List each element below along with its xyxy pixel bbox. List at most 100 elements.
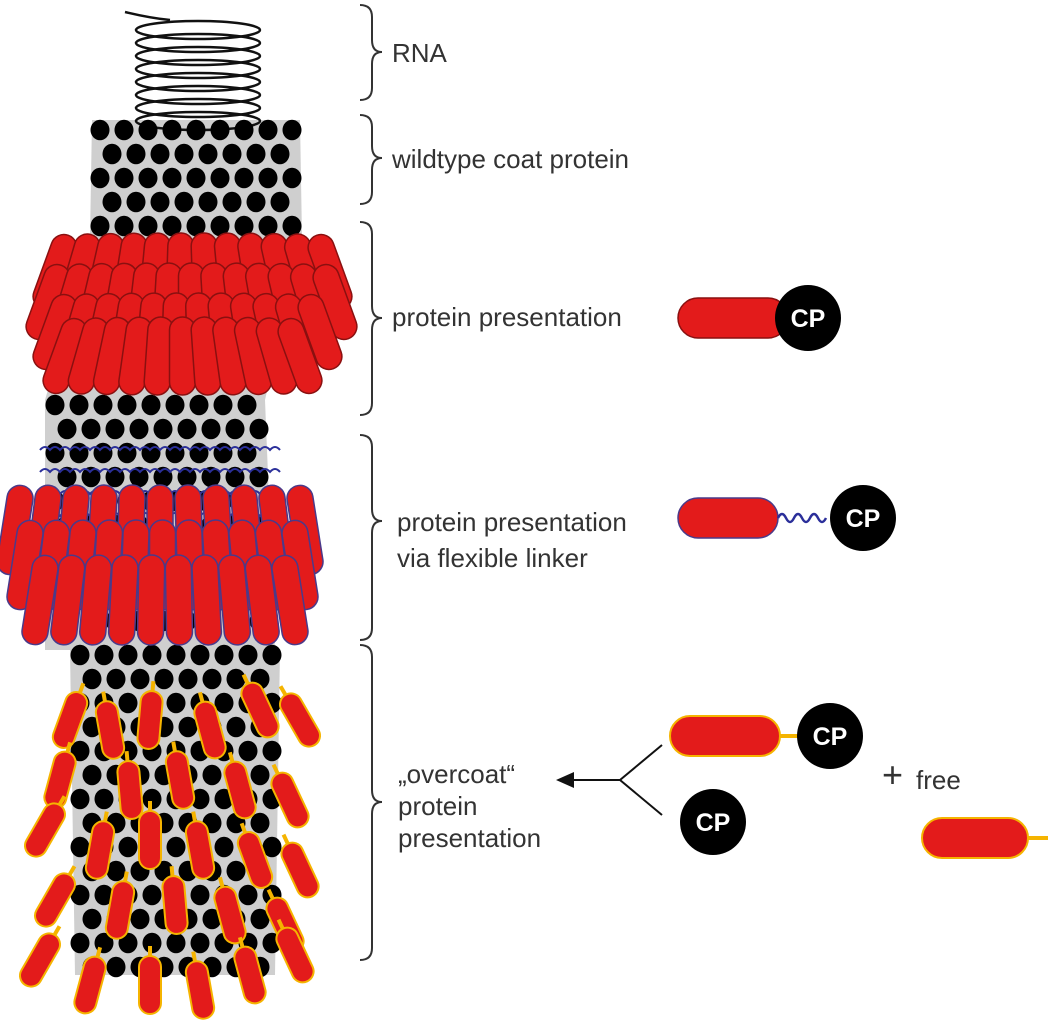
cp-label-1: CP (791, 305, 826, 333)
coat-subunit (270, 191, 290, 213)
presented-protein-overcoat (240, 681, 280, 739)
coat-subunit (258, 215, 278, 237)
overcoat-tether (217, 876, 225, 888)
coat-subunit (57, 466, 77, 488)
overcoat-tether (171, 741, 177, 752)
bracket-overcoat (359, 644, 383, 961)
rna-coil (124, 10, 262, 132)
coat-subunit (165, 442, 185, 464)
coat-subunit (130, 908, 150, 930)
coat-subunit (69, 394, 89, 416)
presented-protein-linker (217, 554, 251, 646)
coat-subunit (186, 215, 206, 237)
rna-turn (134, 71, 262, 93)
overcoat-tether (78, 682, 86, 694)
coat-subunit (57, 418, 77, 440)
coat-subunit (262, 740, 282, 762)
coat-subunit (238, 884, 258, 906)
coat-subunit (258, 119, 278, 141)
presented-protein-overcoat (136, 690, 164, 750)
legend-free-cp: CP (680, 789, 746, 855)
cp-label-4: CP (696, 809, 731, 837)
split-arrow (572, 744, 663, 816)
overcoat-tether (150, 680, 156, 692)
coat-subunit (106, 860, 126, 882)
presented-proteins-direct (25, 232, 358, 396)
coat-subunit (202, 668, 222, 690)
coat-subunit (226, 716, 246, 738)
coat-subunit (166, 836, 186, 858)
overcoat-tether (281, 833, 290, 845)
coat-subunit (45, 442, 65, 464)
coat-subunit (138, 215, 158, 237)
coat-subunit (142, 884, 162, 906)
presented-protein-overcoat (19, 932, 61, 988)
coat-subunit (70, 644, 90, 666)
coat-subunit (214, 644, 234, 666)
overcoat-tether (95, 946, 103, 958)
coat-subunit (153, 466, 173, 488)
coat-subunit (150, 191, 170, 213)
coat-subunit (70, 884, 90, 906)
presented-protein-overcoat (223, 760, 257, 820)
coat-subunit (210, 119, 230, 141)
cp-label-2: CP (846, 505, 881, 533)
coat-subunit (70, 788, 90, 810)
linker-wave (39, 468, 281, 474)
label-overcoat-line1: „overcoat“ (398, 759, 516, 789)
overcoat-tether (123, 871, 129, 882)
presented-protein (277, 317, 323, 395)
presented-protein-overcoat (193, 700, 227, 760)
coat-subunit (70, 836, 90, 858)
coat-subunit (106, 668, 126, 690)
coat-subunit (190, 644, 210, 666)
coat-subunit (82, 668, 102, 690)
presented-protein-overcoat (116, 760, 144, 820)
cp-label-3: CP (813, 723, 848, 751)
presented-protein-overcoat (138, 810, 162, 870)
overcoat-tether (266, 888, 275, 900)
coat-subunit (94, 884, 114, 906)
coat-subunit (198, 143, 218, 165)
legend-direct-fusion: CP (677, 285, 841, 351)
presented-protein-overcoat (233, 945, 267, 1005)
presented-protein-overcoat (164, 750, 196, 810)
presented-protein-linker (50, 554, 86, 646)
presented-protein-linker (271, 554, 309, 646)
coat-subunit (222, 143, 242, 165)
coat-subunit (70, 932, 90, 954)
coat-subunit (94, 788, 114, 810)
presented-proteins-linker (0, 484, 324, 646)
coat-subunit (282, 167, 302, 189)
coat-subunit (153, 418, 173, 440)
overcoat-tether (191, 951, 197, 962)
coat-subunit (186, 167, 206, 189)
coat-subunit (246, 191, 266, 213)
overcoat-tether (101, 691, 107, 702)
overcoat-tether (237, 936, 245, 948)
coat-subunit (225, 418, 245, 440)
overcoat-tether (65, 741, 73, 753)
coat-subunit (150, 143, 170, 165)
coat-subunit (114, 167, 134, 189)
coat-subunit (81, 418, 101, 440)
presented-protein-overcoat (24, 802, 66, 858)
coat-subunit (90, 119, 110, 141)
coat-subunit (213, 394, 233, 416)
overcoat-tether (103, 811, 109, 822)
linker-wave (39, 446, 281, 452)
coat-subunit (262, 644, 282, 666)
coat-subunit (117, 442, 137, 464)
coat-subunit (162, 167, 182, 189)
coat-subunit (118, 836, 138, 858)
coat-subunit (93, 442, 113, 464)
coat-subunit (118, 692, 138, 714)
coat-subunit (114, 215, 134, 237)
label-rna: RNA (392, 38, 447, 68)
coat-subunit (118, 644, 138, 666)
overcoat-tether (239, 822, 247, 834)
coat-subunit (129, 466, 149, 488)
coat-subunit (201, 418, 221, 440)
coat-subunit (94, 644, 114, 666)
